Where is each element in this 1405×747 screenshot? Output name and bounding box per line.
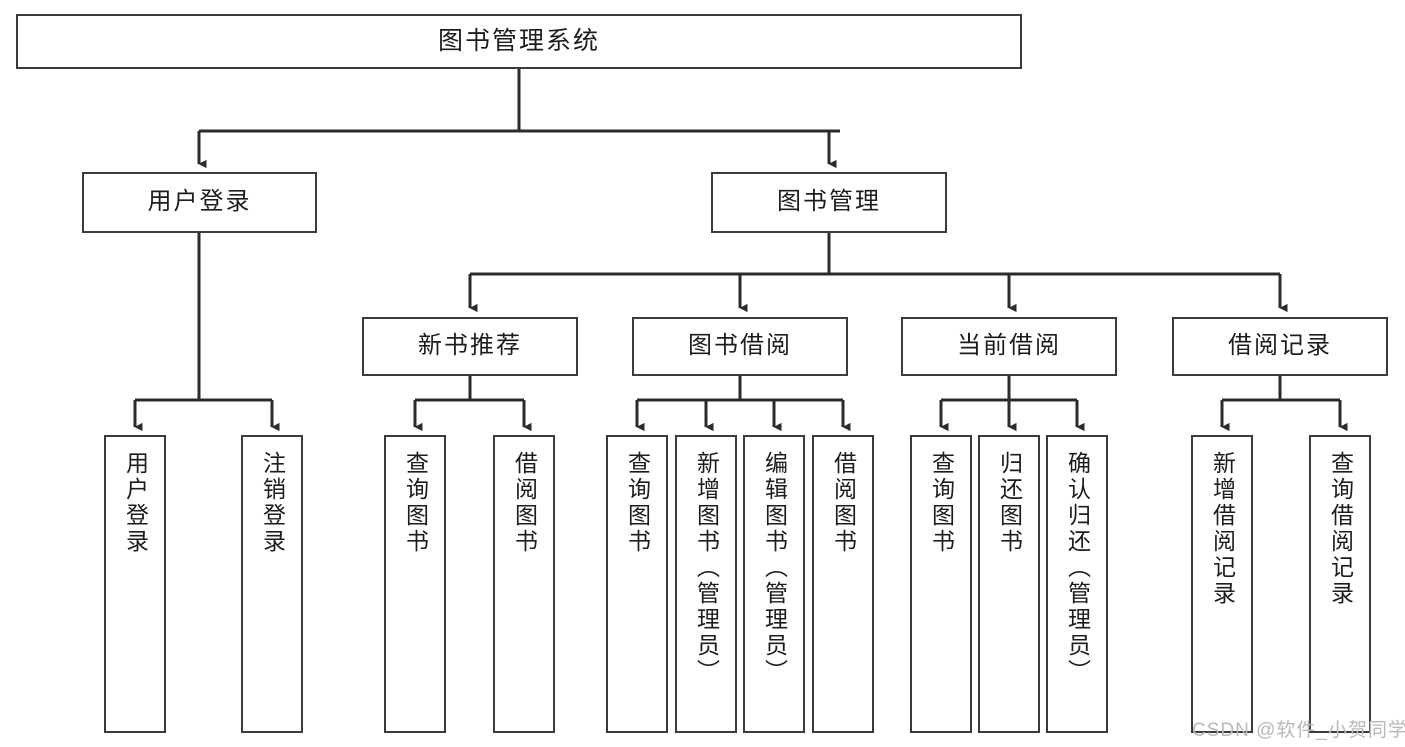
node-root-label: 图书管理系统 [437, 26, 600, 55]
node-leaf-borrow-book-1[interactable]: 借阅图书 [493, 435, 555, 733]
node-leaf-query-book-3[interactable]: 查询图书 [910, 435, 972, 733]
node-leaf-borrow-book-2[interactable]: 借阅图书 [812, 435, 874, 733]
node-leaf-query-record-label: 查询借阅记录 [1327, 451, 1354, 607]
node-book-borrow[interactable]: 图书借阅 [632, 317, 848, 376]
node-leaf-user-login[interactable]: 用户登录 [104, 435, 166, 733]
node-user-login-label: 用户登录 [147, 188, 252, 216]
node-leaf-query-book-2[interactable]: 查询图书 [606, 435, 668, 733]
node-book-manage[interactable]: 图书管理 [711, 172, 947, 233]
node-leaf-edit-book-label: 编辑图书（管理员） [761, 451, 788, 685]
node-leaf-borrow-book-2-label: 借阅图书 [830, 451, 857, 555]
node-leaf-confirm-return[interactable]: 确认归还（管理员） [1046, 435, 1108, 733]
node-leaf-add-record-label: 新增借阅记录 [1209, 451, 1236, 607]
node-leaf-user-logout-label: 注销登录 [259, 451, 286, 555]
node-leaf-query-book-1[interactable]: 查询图书 [384, 435, 446, 733]
node-leaf-add-book[interactable]: 新增图书（管理员） [675, 435, 737, 733]
node-leaf-user-logout[interactable]: 注销登录 [241, 435, 303, 733]
watermark: CSDN @软件_小贺同学 [1192, 720, 1405, 741]
node-leaf-confirm-return-label: 确认归还（管理员） [1064, 451, 1091, 685]
node-leaf-return-book[interactable]: 归还图书 [978, 435, 1040, 733]
node-current-borrow[interactable]: 当前借阅 [901, 317, 1117, 376]
node-leaf-borrow-book-1-label: 借阅图书 [511, 451, 538, 555]
node-current-borrow-label: 当前借阅 [957, 332, 1061, 360]
node-leaf-add-record[interactable]: 新增借阅记录 [1191, 435, 1253, 733]
node-new-book-recommend[interactable]: 新书推荐 [362, 317, 578, 376]
node-leaf-user-login-label: 用户登录 [122, 451, 149, 555]
node-leaf-query-book-1-label: 查询图书 [402, 451, 429, 555]
node-leaf-edit-book[interactable]: 编辑图书（管理员） [743, 435, 805, 733]
node-user-login[interactable]: 用户登录 [82, 172, 317, 233]
node-leaf-add-book-label: 新增图书（管理员） [693, 451, 720, 685]
node-leaf-query-record[interactable]: 查询借阅记录 [1309, 435, 1371, 733]
node-leaf-return-book-label: 归还图书 [996, 451, 1023, 555]
node-leaf-query-book-2-label: 查询图书 [624, 451, 651, 555]
node-leaf-query-book-3-label: 查询图书 [928, 451, 955, 555]
node-borrow-record-label: 借阅记录 [1228, 332, 1332, 360]
node-new-book-recommend-label: 新书推荐 [418, 332, 522, 360]
node-book-borrow-label: 图书借阅 [688, 332, 792, 360]
node-book-manage-label: 图书管理 [777, 188, 881, 216]
node-root-book-management-system[interactable]: 图书管理系统 [16, 14, 1022, 69]
node-borrow-record[interactable]: 借阅记录 [1172, 317, 1388, 376]
